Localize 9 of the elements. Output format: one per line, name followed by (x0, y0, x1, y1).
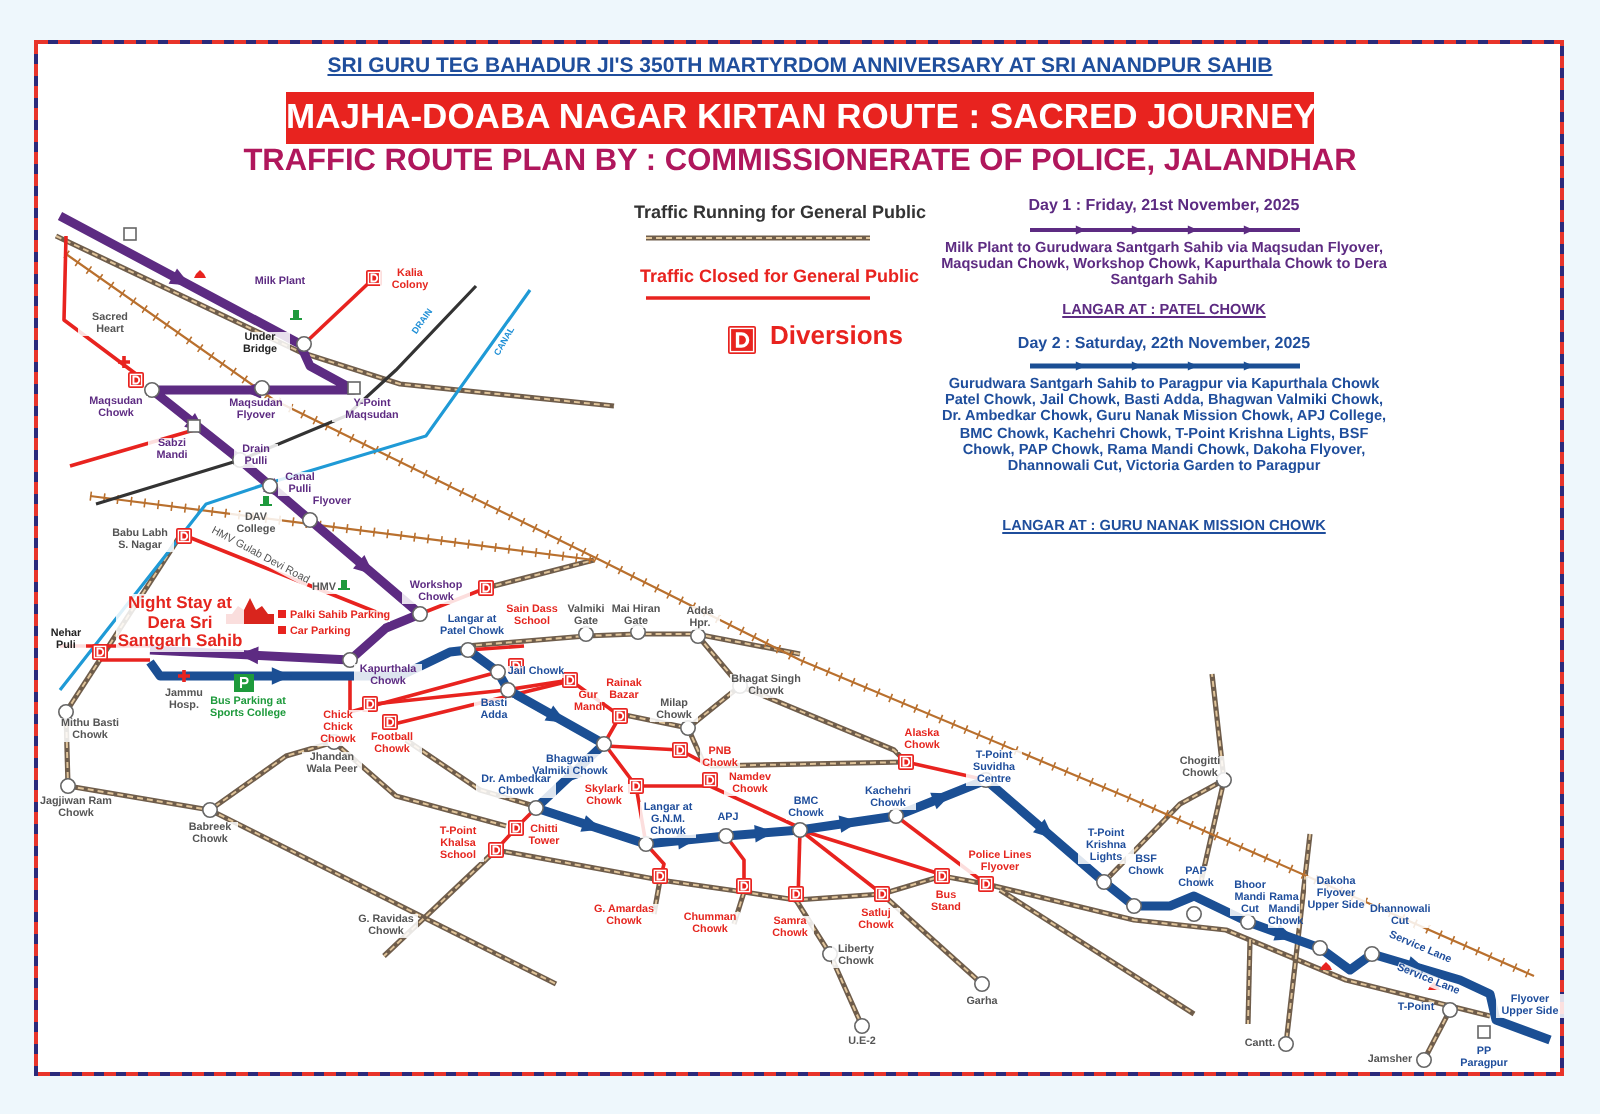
subtitle-text: TRAFFIC ROUTE PLAN BY : COMMISSIONERATE OF POLICE, JALANDHAR (241, 144, 1359, 179)
page-title: MAJHA-DOABA NAGAR KIRTAN ROUTE : SACRED JOURNEY (286, 92, 1314, 144)
legend-label: Diversions (770, 322, 905, 352)
subtitle-text: SRI GURU TEG BAHADUR JI'S 350TH MARTYRDOM ANNIVERSARY AT SRI ANANDPUR SAHIB (325, 56, 1275, 80)
legend-label: Traffic Running for General Public (634, 202, 929, 223)
night-stay-label: Night Stay at Dera Sri Santgarh Sahib (116, 594, 244, 652)
legend-label: Day 2 : Saturday, 22th November, 2025 (1015, 336, 1313, 354)
legend-label: Day 1 : Friday, 21st November, 2025 (1026, 198, 1302, 216)
legend-label: Traffic Closed for General Public (640, 266, 922, 287)
